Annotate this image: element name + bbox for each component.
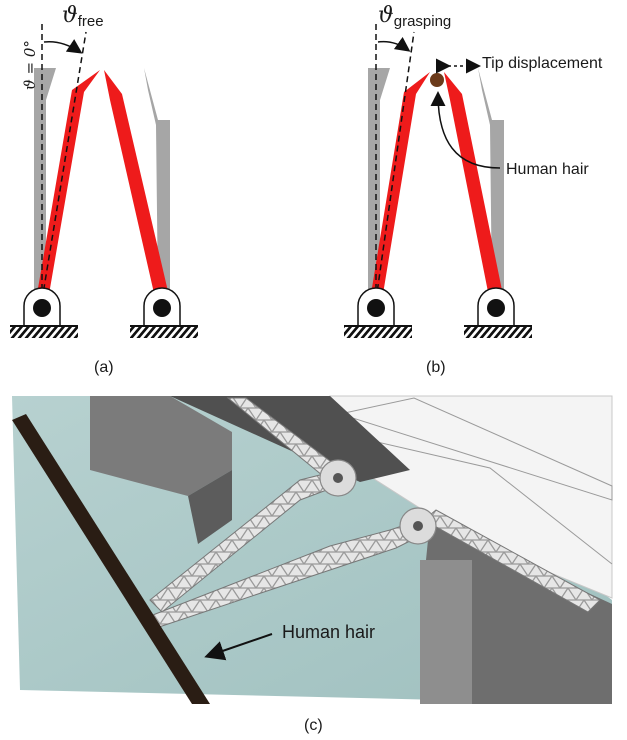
theta-free-symbol: ϑfree (62, 3, 104, 30)
theta-grasping-theta: ϑ (378, 3, 394, 28)
upper-joint-hole (333, 473, 343, 483)
free-angle-arc (44, 42, 80, 52)
right-pin-joint-b (464, 288, 532, 338)
lower-joint-hole (413, 521, 423, 531)
left-pin-joint (10, 288, 78, 338)
panel-c: Human hair (c) (12, 396, 612, 734)
left-pin-joint-b (344, 288, 412, 338)
zero-angle-label: ϑ = 0° (21, 40, 39, 90)
grasping-angle-arc (378, 42, 408, 50)
caption-c: (c) (304, 717, 323, 734)
theta-free-subscript: free (78, 13, 104, 30)
caption-a: (a) (94, 359, 114, 376)
human-hair-dot (430, 73, 444, 87)
theta-grasping-symbol: ϑgrasping (378, 3, 451, 30)
right-pin-joint (130, 288, 198, 338)
tip-displacement-label: Tip displacement (482, 55, 603, 72)
hair-label-b: Human hair (506, 161, 589, 178)
theta-free-theta: ϑ (62, 3, 78, 28)
panel-b: ϑgrasping Tip displacement Human hair (b… (344, 3, 603, 376)
bottom-block-right-face (420, 560, 472, 704)
hair-label-c: Human hair (282, 622, 375, 642)
panel-a: ϑ = 0° ϑfree (a) (10, 3, 198, 376)
caption-b: (b) (426, 359, 446, 376)
theta-grasping-subscript: grasping (394, 13, 452, 30)
